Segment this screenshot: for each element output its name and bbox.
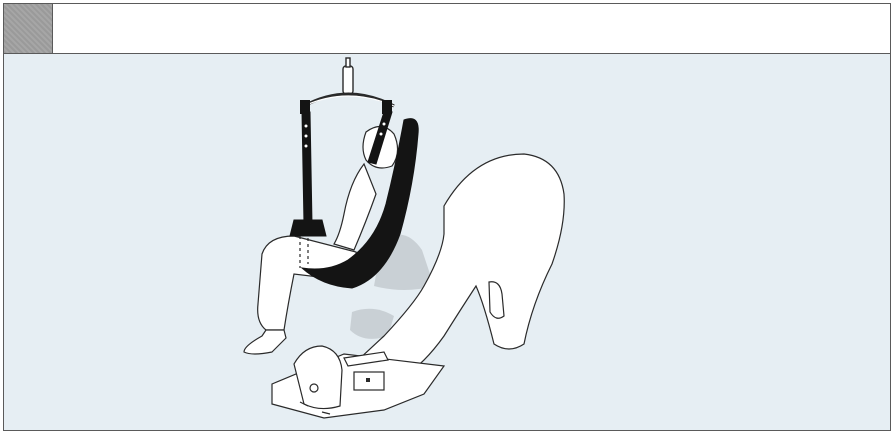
spreader-bar	[300, 58, 394, 114]
figure-header	[4, 4, 890, 54]
figure-panel	[3, 3, 891, 431]
patient-lift-sling-illustration-icon	[4, 54, 890, 430]
section-marker	[4, 4, 53, 53]
